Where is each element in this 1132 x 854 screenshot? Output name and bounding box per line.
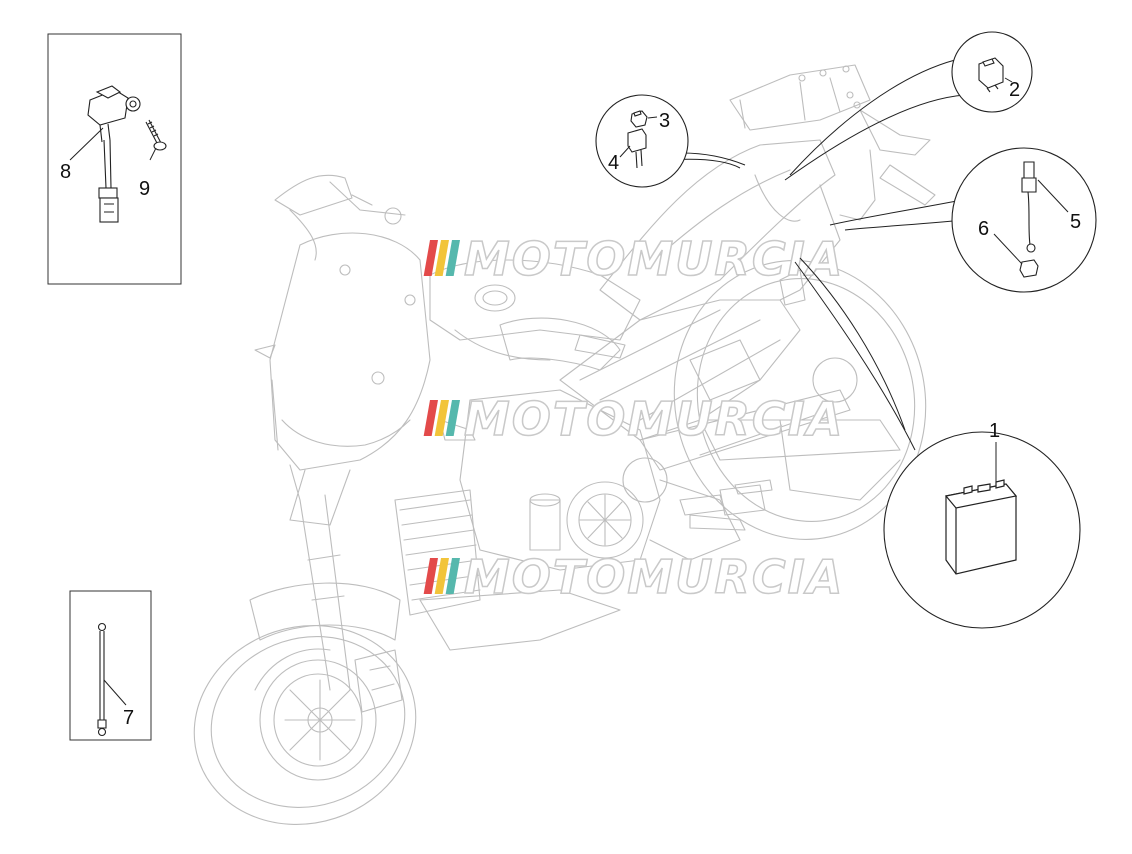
callout-6: 6 bbox=[978, 218, 989, 240]
motorcycle-drawing bbox=[193, 64, 936, 825]
bubble-5-6 bbox=[951, 147, 1097, 293]
watermark-text: MOTOMURCIA bbox=[464, 232, 844, 286]
watermark-text: MOTOMURCIA bbox=[464, 550, 844, 604]
watermark-stripe-red bbox=[423, 240, 438, 276]
watermark: MOTOMURCIA bbox=[423, 231, 844, 287]
callout-8: 8 bbox=[60, 161, 71, 183]
watermark-stripe-teal bbox=[445, 558, 460, 594]
watermark-stripe-red bbox=[423, 558, 438, 594]
watermark-text: MOTOMURCIA bbox=[464, 392, 844, 446]
battery-icon bbox=[944, 479, 1018, 575]
watermark-stripe-teal bbox=[445, 400, 460, 436]
connector-icon bbox=[627, 128, 647, 169]
fuse-cap-icon bbox=[1019, 259, 1039, 278]
watermark-stripe-teal bbox=[445, 240, 460, 276]
bubble-2 bbox=[951, 31, 1033, 113]
front-fairing bbox=[254, 232, 476, 526]
kickstand-switch-icon bbox=[87, 85, 141, 223]
callout-1: 1 bbox=[989, 420, 1000, 442]
front-wheel bbox=[193, 625, 417, 825]
front-fork bbox=[299, 494, 351, 691]
belly-pan bbox=[419, 589, 621, 651]
watermark-group: MOTOMURCIA MOTOMURCIA MOTOMURCIA bbox=[423, 231, 844, 605]
callout-3: 3 bbox=[659, 110, 670, 132]
swingarm bbox=[639, 389, 851, 471]
callout-2: 2 bbox=[1009, 79, 1020, 101]
callout-5: 5 bbox=[1070, 211, 1081, 233]
part-box-8-9 bbox=[47, 33, 182, 285]
rear-rack bbox=[729, 64, 936, 301]
watermark-stripe-red bbox=[423, 400, 438, 436]
callout-4: 4 bbox=[608, 152, 619, 174]
handlebar bbox=[274, 174, 626, 371]
bubble-1 bbox=[883, 431, 1081, 629]
callout-7: 7 bbox=[123, 707, 134, 729]
small-relay-icon bbox=[630, 110, 648, 128]
fuse-cable-icon bbox=[1021, 161, 1037, 253]
watermark-stripe-yellow bbox=[434, 558, 449, 594]
callout-9: 9 bbox=[139, 178, 150, 200]
screw-icon bbox=[145, 119, 167, 151]
watermark: MOTOMURCIA bbox=[423, 391, 844, 447]
seat bbox=[599, 139, 836, 321]
fuel-tank bbox=[429, 259, 641, 361]
part-box-7 bbox=[69, 590, 152, 741]
relay-icon bbox=[978, 57, 1004, 93]
watermark-stripe-yellow bbox=[434, 400, 449, 436]
bubble-3-4 bbox=[595, 94, 689, 188]
callout-labels: 1 2 3 4 5 6 7 8 9 bbox=[60, 79, 1081, 729]
engine bbox=[459, 389, 766, 571]
watermark: MOTOMURCIA bbox=[423, 549, 844, 605]
ground-cable-icon bbox=[97, 622, 107, 737]
front-fender bbox=[249, 582, 401, 641]
radiator bbox=[394, 489, 481, 616]
watermark-stripe-yellow bbox=[434, 240, 449, 276]
